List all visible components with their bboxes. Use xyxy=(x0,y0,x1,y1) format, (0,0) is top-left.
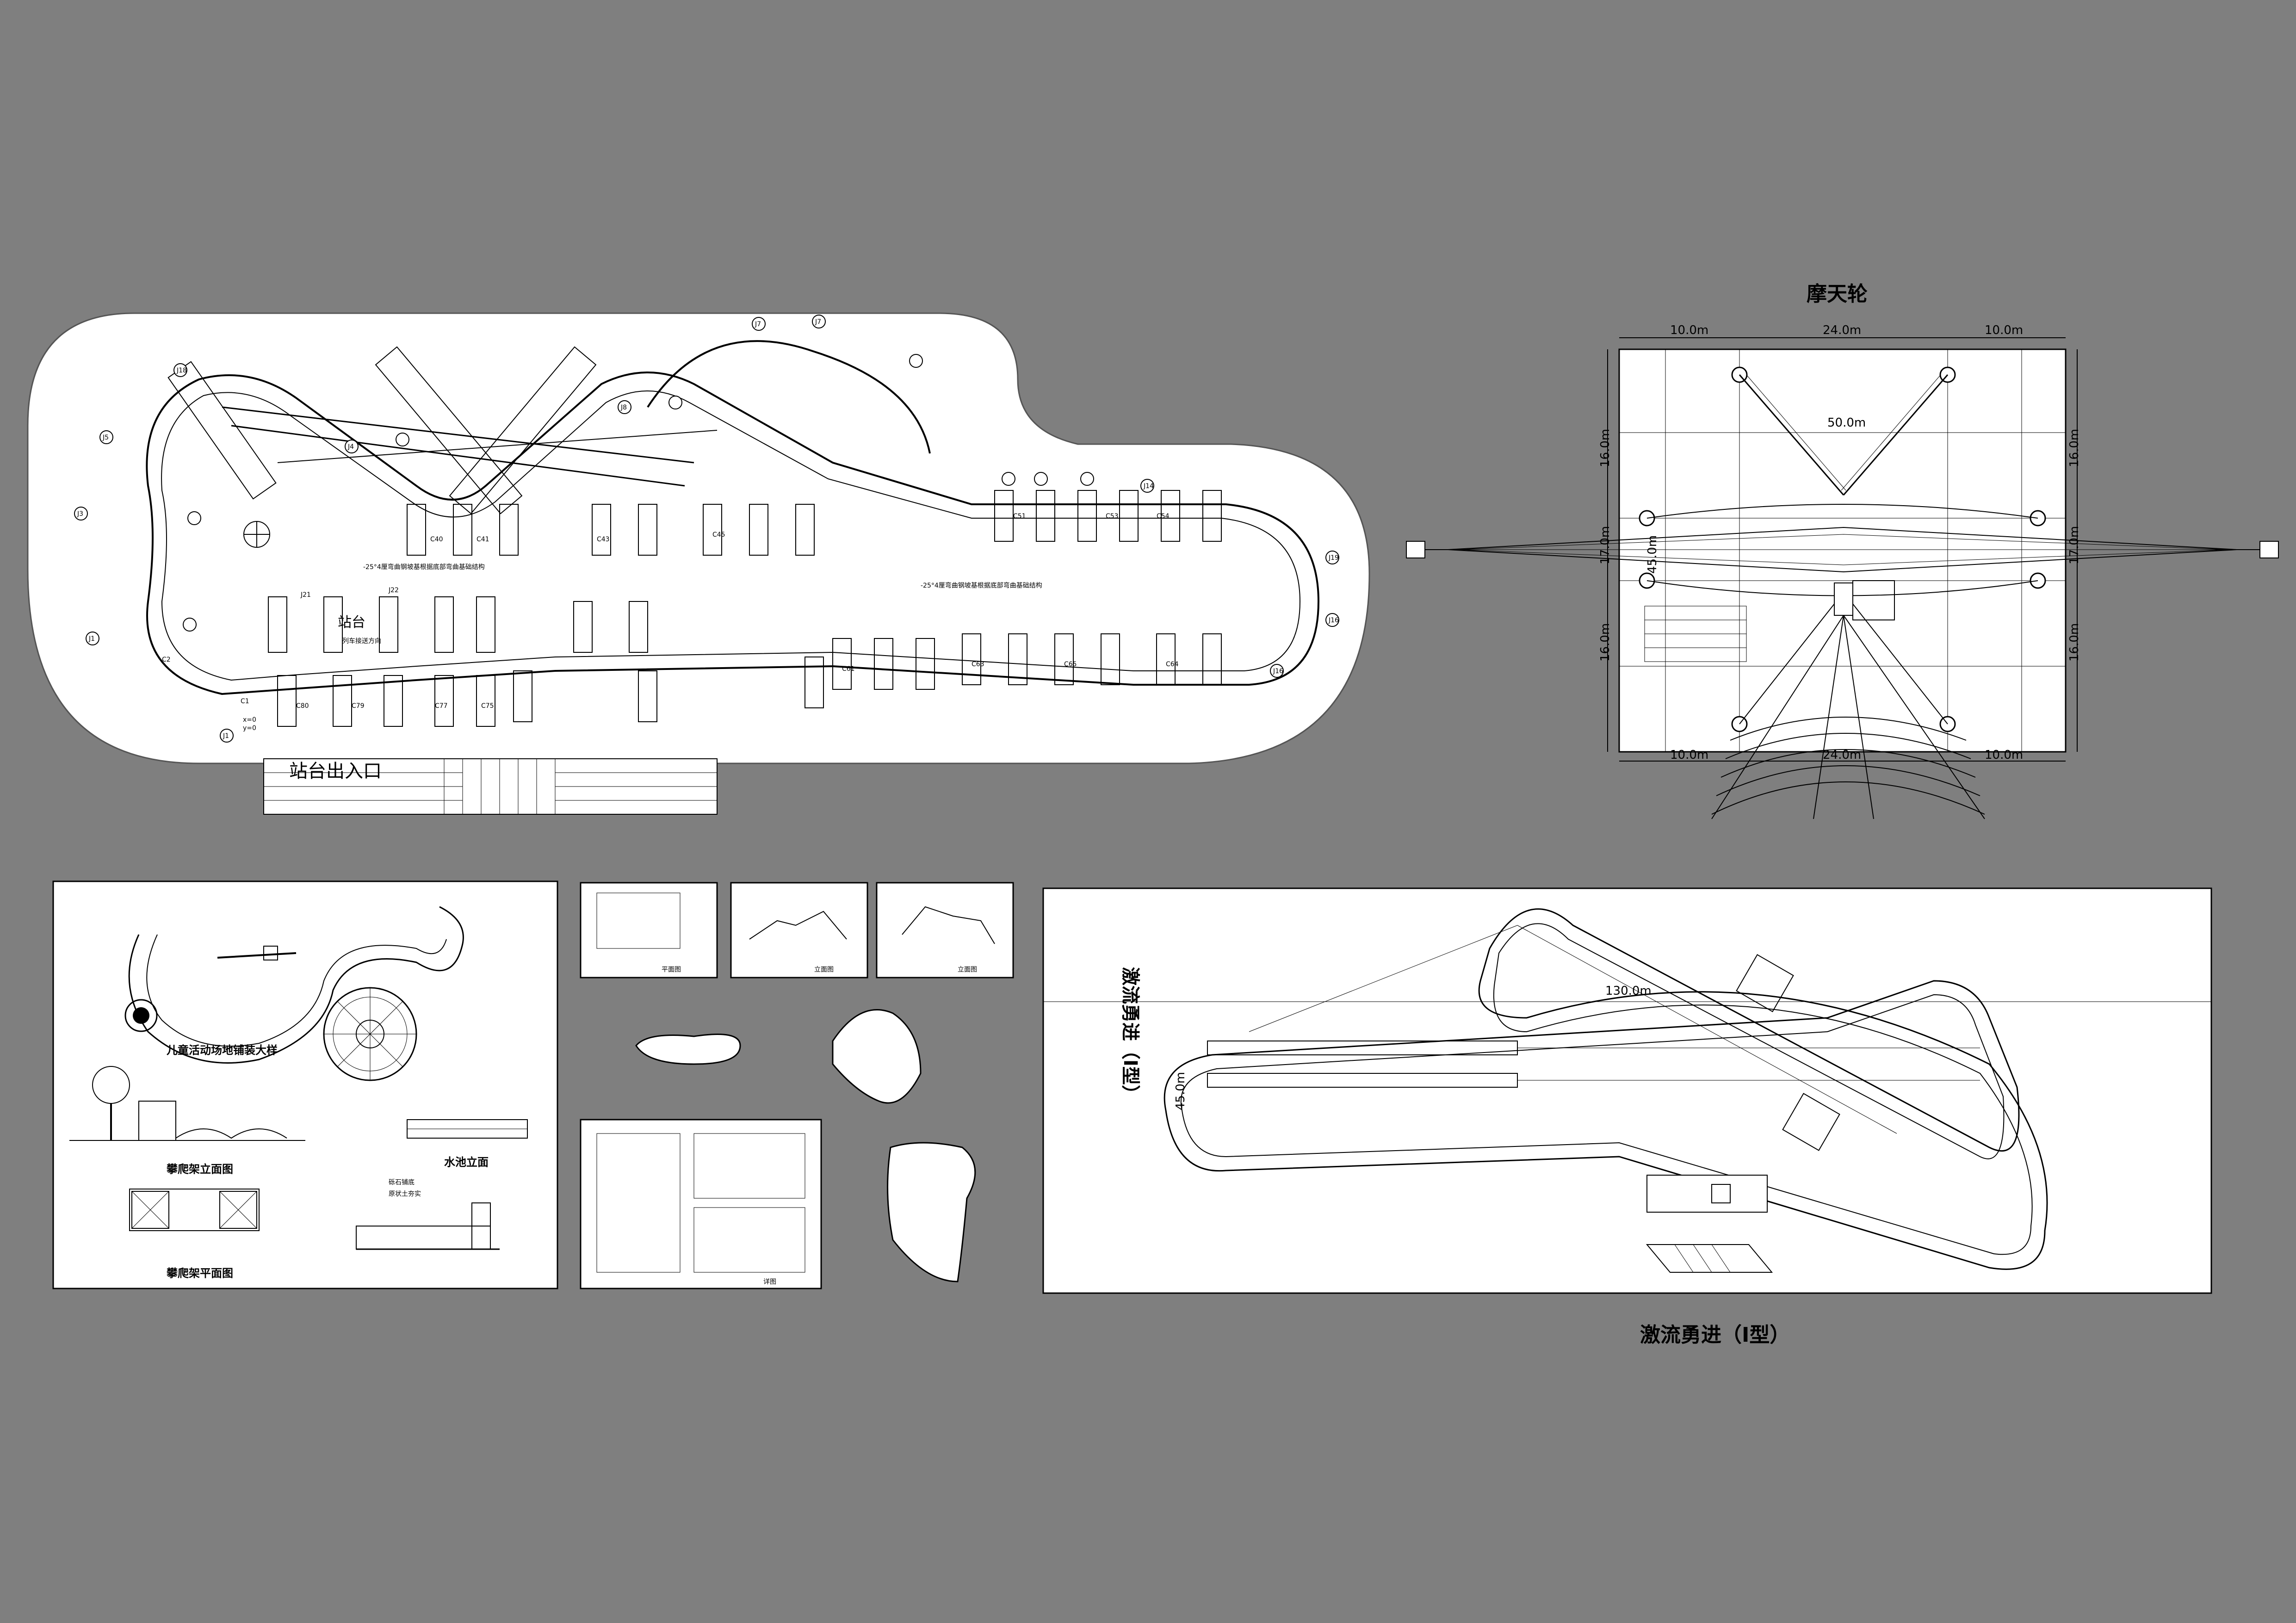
coord-y: y=0 xyxy=(243,725,256,732)
column-label: C45 xyxy=(712,531,725,539)
station-platform: 站台出入口 站台 列车接送方向 -25°4厘弯曲钢坡基根据底部弯曲基础结构 -2… xyxy=(243,563,1042,815)
thumbnail-c xyxy=(876,882,1014,979)
column-label: C43 xyxy=(597,536,610,543)
column-label: C64 xyxy=(1166,661,1179,668)
dim-left-lower: 16.0m xyxy=(1598,623,1612,662)
column-labels: C40 C41 C43 C45 C51 C53 C54 C61 C63 C65 … xyxy=(162,513,1179,710)
support-label: J7 xyxy=(755,321,761,328)
dim-top-mid: 24.0m xyxy=(1823,323,1861,337)
support-label: J16 xyxy=(1328,617,1339,624)
thumbnail-b-title: 立面图 xyxy=(814,966,834,973)
entrance-label: 站台出入口 xyxy=(289,761,382,782)
column-label: C40 xyxy=(430,536,443,543)
thumbnail-d-title: 详图 xyxy=(763,1278,776,1286)
rapids-side-label: 激流勇进（I型） xyxy=(1120,967,1141,1103)
dim-height: 45.0m xyxy=(1646,535,1659,574)
paving-title: 儿童活动场地铺装大样 xyxy=(167,1044,278,1057)
dim-bottom-right: 10.0m xyxy=(1985,748,2023,762)
platform-label: 站台 xyxy=(338,614,365,631)
support-label: J19 xyxy=(1328,554,1339,562)
thumbnail-a xyxy=(580,882,718,979)
support-label: J7 xyxy=(815,318,821,326)
dim-right-mid: 17.0m xyxy=(2067,526,2081,564)
climb-plan-title: 攀爬架平面图 xyxy=(166,1267,233,1280)
support-label: J4 xyxy=(347,443,354,451)
ferris-title: 摩天轮 xyxy=(1807,282,1868,306)
thumbnail-d xyxy=(580,1119,822,1289)
column-label: C2 xyxy=(162,656,171,663)
support-label: J21 xyxy=(300,591,311,599)
support-label: J18 xyxy=(176,367,187,374)
coaster-sheet xyxy=(27,312,1370,764)
column-label: C61 xyxy=(842,665,855,673)
dim-top-left: 10.0m xyxy=(1670,323,1708,337)
column-label: C1 xyxy=(241,698,249,705)
ferris-stairs xyxy=(1711,615,1985,819)
column-label: C41 xyxy=(477,536,489,543)
support-row-2 xyxy=(268,596,1222,690)
rapids-dim-width: 45.0m xyxy=(1174,1072,1188,1110)
support-labels: J18 J5 J3 J1 J1 J7 J7 J19 J16 J16 J14 J8… xyxy=(77,318,1339,740)
support-label: J16 xyxy=(1273,668,1283,675)
support-row-3 xyxy=(277,657,824,727)
rapids-dim-length: 130.0m xyxy=(1605,984,1652,998)
thumbnail-b xyxy=(730,882,868,979)
climb-elev-title: 攀爬架立面图 xyxy=(166,1163,233,1176)
pool-section-note: 砾石铺底 xyxy=(389,1179,415,1186)
ferris-sheet xyxy=(1618,348,2067,753)
note-2: -25°4厘弯曲钢坡基根据底部弯曲基础结构 xyxy=(921,582,1042,589)
column-label: C63 xyxy=(972,661,984,668)
column-label: C77 xyxy=(435,702,448,710)
ferris-wheel-plan: 摩天轮 10.0m 24.0m 10.0m 10.0m 24.0m 10.0m … xyxy=(1406,282,2279,819)
support-label: J5 xyxy=(102,434,109,441)
playground-sheet-frame xyxy=(52,880,558,1289)
support-label: J3 xyxy=(77,510,83,518)
dim-top-right: 10.0m xyxy=(1985,323,2023,337)
dim-right-lower: 16.0m xyxy=(2067,623,2081,662)
coaster-plan: J18 J5 J3 J1 J1 J7 J7 J19 J16 J16 J14 J8… xyxy=(27,312,1370,815)
dim-right-upper: 16.0m xyxy=(2067,429,2081,467)
thumbnail-a-title: 平面图 xyxy=(662,966,681,973)
column-label: C65 xyxy=(1064,661,1077,668)
column-label: C79 xyxy=(352,702,365,710)
support-label: J1 xyxy=(223,732,229,740)
dim-span: 50.0m xyxy=(1827,416,1866,430)
note-1: -25°4厘弯曲钢坡基根据底部弯曲基础结构 xyxy=(363,563,485,571)
coaster-upper-arc xyxy=(647,340,931,454)
column-label: C53 xyxy=(1106,513,1119,520)
dim-left-upper: 16.0m xyxy=(1598,429,1612,467)
cutout-a xyxy=(635,1034,741,1065)
cutout-b xyxy=(832,1009,922,1104)
column-label: C51 xyxy=(1013,513,1026,520)
support-label: J1 xyxy=(88,635,95,643)
rapids-title: 激流勇进（I型） xyxy=(1640,1323,1790,1347)
column-label: C80 xyxy=(296,702,309,710)
support-circles xyxy=(74,315,1339,743)
support-row-1 xyxy=(407,490,1222,556)
coaster-track-inner xyxy=(161,390,1301,681)
cutout-c xyxy=(887,1142,976,1282)
playground-sheet: 儿童活动场地铺装大样 攀爬架立面图 水池立面 攀爬架平面图 砾石铺底 原状土夯实 xyxy=(52,880,558,1289)
support-label: J8 xyxy=(620,404,627,411)
rapids-sheet xyxy=(1042,887,2212,1294)
pool-elev-title: 水池立面 xyxy=(444,1156,489,1169)
column-label: C54 xyxy=(1157,513,1170,520)
support-label: J14 xyxy=(1143,483,1154,490)
dim-bottom-left: 10.0m xyxy=(1670,748,1708,762)
thumbnail-c-title: 立面图 xyxy=(958,966,977,973)
coord-x: x=0 xyxy=(243,716,256,724)
column-label: C75 xyxy=(481,702,494,710)
pool-edge-note: 原状土夯实 xyxy=(389,1190,421,1198)
rapids-plan: 130.0m 45.0m 激流勇进（I型） 激流勇进（I型） xyxy=(1042,887,2212,1347)
support-label: J22 xyxy=(388,587,399,594)
direction-label: 列车接送方向 xyxy=(342,637,381,645)
coaster-track xyxy=(146,372,1320,695)
thumbnail-sheets: 平面图 立面图 立面图 详图 xyxy=(580,882,1014,1289)
